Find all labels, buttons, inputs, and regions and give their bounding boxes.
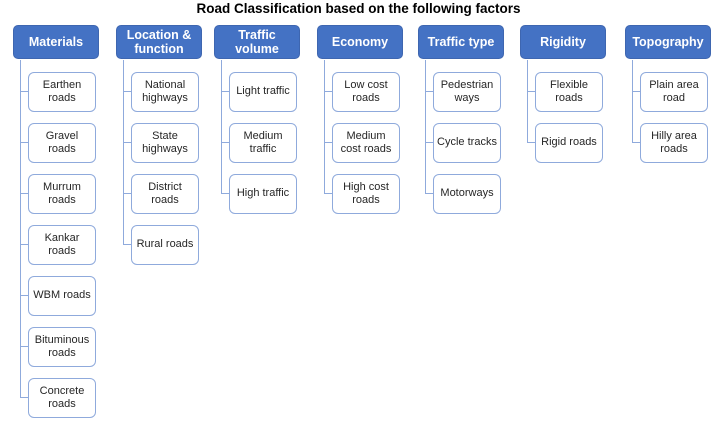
column-rigidity: Rigidity Flexible roads Rigid roads — [520, 22, 606, 163]
node-flexible-roads: Flexible roads — [526, 72, 603, 112]
column-location-function: Location & function National highways St… — [116, 22, 202, 265]
connector-line — [425, 60, 426, 194]
node-medium-traffic: Medium traffic — [220, 123, 297, 163]
connector-line — [20, 60, 21, 398]
materials-items: Earthen roads Gravel roads Murrum roads … — [19, 72, 96, 429]
node-gravel-roads: Gravel roads — [19, 123, 96, 163]
header-slot: Rigidity — [520, 22, 606, 62]
node-rural-roads: Rural roads — [122, 225, 199, 265]
header-economy: Economy — [317, 25, 403, 59]
node-kankar-roads: Kankar roads — [19, 225, 96, 265]
node-bituminous-roads: Bituminous roads — [19, 327, 96, 367]
traffic-type-items: Pedestrian ways Cycle tracks Motorways — [424, 72, 501, 225]
connector-line — [632, 60, 633, 143]
header-slot: Traffic type — [418, 22, 504, 62]
node-wbm-roads: WBM roads — [19, 276, 96, 316]
header-traffic-type: Traffic type — [418, 25, 504, 59]
node-plain-area-road: Plain area road — [631, 72, 708, 112]
node-high-traffic: High traffic — [220, 174, 297, 214]
connector-line — [527, 60, 528, 143]
economy-items: Low cost roads Medium cost roads High co… — [323, 72, 400, 225]
traffic-volume-items: Light traffic Medium traffic High traffi… — [220, 72, 297, 225]
column-traffic-volume: Traffic volume Light traffic Medium traf… — [214, 22, 300, 214]
column-materials: Materials Earthen roads Gravel roads Mur… — [13, 22, 99, 418]
node-medium-cost-roads: Medium cost roads — [323, 123, 400, 163]
node-high-cost-roads: High cost roads — [323, 174, 400, 214]
column-topography: Topography Plain area road Hilly area ro… — [625, 22, 711, 163]
node-concrete-roads: Concrete roads — [19, 378, 96, 418]
node-earthen-roads: Earthen roads — [19, 72, 96, 112]
header-topography: Topography — [625, 25, 711, 59]
header-location-function: Location & function — [116, 25, 202, 59]
node-state-highways: State highways — [122, 123, 199, 163]
node-low-cost-roads: Low cost roads — [323, 72, 400, 112]
header-slot: Location & function — [116, 22, 202, 62]
header-slot: Traffic volume — [214, 22, 300, 62]
column-traffic-type: Traffic type Pedestrian ways Cycle track… — [418, 22, 504, 214]
node-pedestrian-ways: Pedestrian ways — [424, 72, 501, 112]
diagram-title: Road Classification based on the followi… — [196, 1, 521, 16]
rigidity-items: Flexible roads Rigid roads — [526, 72, 603, 174]
header-slot: Materials — [13, 22, 99, 62]
column-economy: Economy Low cost roads Medium cost roads… — [317, 22, 403, 214]
header-traffic-volume: Traffic volume — [214, 25, 300, 59]
node-rigid-roads: Rigid roads — [526, 123, 603, 163]
header-materials: Materials — [13, 25, 99, 59]
node-light-traffic: Light traffic — [220, 72, 297, 112]
connector-line — [221, 60, 222, 194]
location-function-items: National highways State highways Distric… — [122, 72, 199, 276]
header-slot: Economy — [317, 22, 403, 62]
node-national-highways: National highways — [122, 72, 199, 112]
connector-line — [324, 60, 325, 194]
topography-items: Plain area road Hilly area roads — [631, 72, 708, 174]
node-motorways: Motorways — [424, 174, 501, 214]
node-hilly-area-roads: Hilly area roads — [631, 123, 708, 163]
header-slot: Topography — [625, 22, 711, 62]
node-murrum-roads: Murrum roads — [19, 174, 96, 214]
connector-line — [123, 60, 124, 245]
node-cycle-tracks: Cycle tracks — [424, 123, 501, 163]
header-rigidity: Rigidity — [520, 25, 606, 59]
node-district-roads: District roads — [122, 174, 199, 214]
